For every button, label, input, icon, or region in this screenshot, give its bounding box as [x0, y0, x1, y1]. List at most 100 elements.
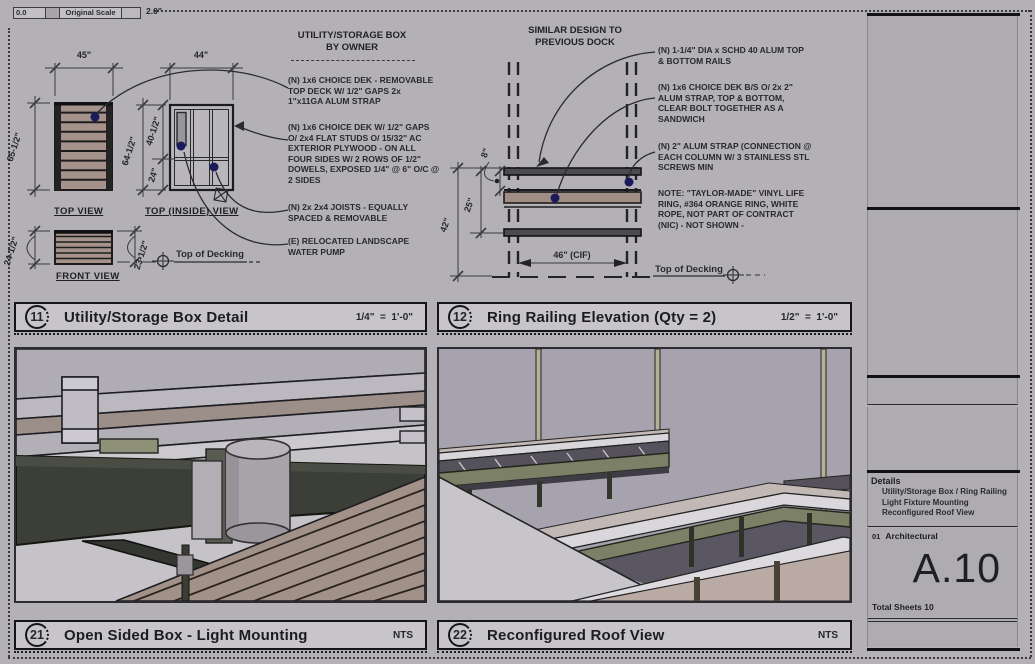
page-border-top: [154, 10, 1030, 12]
dim-top-height: 65-1/2": [5, 131, 24, 162]
detail-number-badge-12: 12: [448, 305, 472, 329]
leader-arrowhead: [536, 157, 549, 167]
bracket-panel: [191, 460, 223, 540]
panel-21-titlebar: 21 Open Sided Box - Light Mounting NTS: [14, 620, 427, 650]
scale-center-label: Original Scale: [60, 8, 122, 18]
top-inside-view-label: TOP (INSIDE) VIEW: [145, 206, 239, 217]
titleblock-separator: [867, 470, 1020, 473]
header-divider: [291, 60, 415, 61]
dim-top-width: 45": [77, 50, 91, 60]
panel-22-titlebar: 22 Reconfigured Roof View NTS: [437, 620, 852, 650]
front-view-label: FRONT VIEW: [56, 271, 120, 282]
titleblock-separator: [867, 648, 1020, 651]
green-block: [99, 438, 159, 454]
railing-rails: [503, 167, 642, 237]
titleblock-box-2: [867, 210, 1018, 375]
keynote-symbol: [213, 187, 229, 203]
top-of-decking-label-11: Top of Decking: [176, 249, 244, 260]
upper-roof-assembly: [439, 428, 670, 515]
detail-number: 21: [30, 628, 44, 642]
dim-inside-lower: 24": [146, 167, 160, 184]
dim-inside-upper: 40-1/2": [144, 115, 163, 146]
original-scale-bar: 0.0 Original Scale: [13, 7, 141, 19]
total-sheets: Total Sheets 10: [872, 602, 934, 612]
render-21-image: [16, 349, 425, 601]
dim-front-left: 24-1/2": [2, 235, 21, 266]
panel-22-title: Reconfigured Roof View: [487, 626, 665, 644]
panel-12-titlebar: 12 Ring Railing Elevation (Qty = 2) 1/2"…: [437, 302, 852, 332]
callout-strap-screws: (N) 2" ALUM STRAP (CONNECTION @ EACH COL…: [658, 141, 812, 172]
detail-12-header-line2: PREVIOUS DOCK: [535, 37, 615, 48]
leader-arrowhead: [234, 121, 244, 131]
left-bracket: [61, 376, 99, 444]
dimension-lines-11: [26, 62, 243, 270]
callout-alum-strap: (N) 1x6 CHOICE DEK B/S O/ 2x 2" ALUM STR…: [658, 82, 793, 124]
scale-segment: [46, 8, 60, 18]
leader-dots-11: [90, 112, 219, 172]
dim-arrow-left: [518, 259, 531, 267]
leader-dots-12: [550, 177, 634, 203]
leader-lines-12: [538, 51, 656, 195]
sheet-number: A.10: [912, 545, 1001, 591]
titleblock-box-4: [867, 406, 1018, 470]
front-view-drawing: [54, 230, 113, 265]
titlebar-dotted-rule: [14, 333, 427, 335]
titleblock-box-1: [867, 16, 1018, 207]
note-life-ring: NOTE: "TAYLOR-MADE" VINYL LIFE RING, #36…: [658, 188, 805, 230]
detail-number-badge-22: 22: [448, 623, 472, 647]
titlebar-dotted-rule: [437, 333, 852, 335]
titlebar-dotted-rule: [437, 651, 852, 653]
dim-dot: [494, 178, 500, 184]
detail-number: 11: [30, 310, 44, 324]
panel-22-scale: NTS: [818, 629, 838, 641]
callout-deck-sides: (N) 1x6 CHOICE DEK W/ 1/2" GAPS O/ 2x4 F…: [288, 122, 440, 185]
top-view-drawing: [54, 102, 113, 191]
panel-12-scale: 1/2" = 1'-0": [780, 311, 838, 323]
cylinder-light-fixture: [225, 438, 291, 544]
dim-arrow-right: [614, 259, 627, 267]
panel-11-titlebar: 11 Utility/Storage Box Detail 1/4" = 1'-…: [14, 302, 427, 332]
page-border-left: [8, 28, 10, 657]
dim-rail-mid: 25": [462, 197, 476, 214]
scale-segment: [122, 8, 140, 18]
scale-zero-label: 0.0: [14, 8, 46, 18]
junction-box: [176, 554, 194, 576]
dimension-lines-12: [450, 161, 627, 282]
decking-datum-11: [142, 252, 260, 270]
callout-water-pump: (E) RELOCATED LANDSCAPE WATER PUMP: [288, 236, 410, 257]
lower-left-slab: [439, 476, 672, 601]
dim-rail-overall: 42": [438, 217, 452, 234]
page-border-right: [1030, 10, 1032, 657]
panel-21-scale: NTS: [393, 629, 413, 641]
render-22-image: [439, 349, 850, 601]
detail-11-header-line2: BY OWNER: [325, 42, 379, 53]
callout-joists: (N) 2x 2x4 JOISTS - EQUALLY SPACED & REM…: [288, 202, 408, 223]
scale-end-label: 2.0": [146, 6, 162, 16]
titlebar-dotted-rule: [14, 651, 427, 653]
render-light-mounting: [14, 347, 427, 603]
shadow-zone: [589, 519, 850, 589]
lower-deck: [571, 536, 850, 601]
callout-alum-rails: (N) 1-1/4" DIA x SCHD 40 ALUM TOP & BOTT…: [658, 45, 804, 66]
page-border-bottom: [8, 657, 1031, 659]
leader-lines-11: [96, 69, 289, 246]
callout-deck-top: (N) 1x6 CHOICE DEK - REMOVABLE TOP DECK …: [288, 75, 434, 106]
dim-rail-gap: 8": [479, 147, 492, 159]
detail-11-header-line1: UTILITY/STORAGE BOX: [297, 30, 407, 41]
panel-21-title: Open Sided Box - Light Mounting: [64, 626, 308, 644]
dim-inside-width: 44": [194, 50, 208, 60]
detail-12-header-line1: SIMILAR DESIGN TO: [528, 25, 622, 36]
detail-number-badge-11: 11: [25, 305, 49, 329]
titleblock-separator: [867, 375, 1020, 378]
dim-rail-width: 46" (CIF): [553, 250, 590, 260]
details-item: Light Fixture Mounting: [882, 497, 969, 507]
discipline-name: Architectural: [885, 531, 938, 541]
top-of-decking-label-12: Top of Decking: [655, 264, 723, 275]
right-clips: [399, 406, 425, 444]
details-item: Utility/Storage Box / Ring Railing: [882, 487, 1007, 496]
details-heading: Details: [871, 476, 901, 486]
